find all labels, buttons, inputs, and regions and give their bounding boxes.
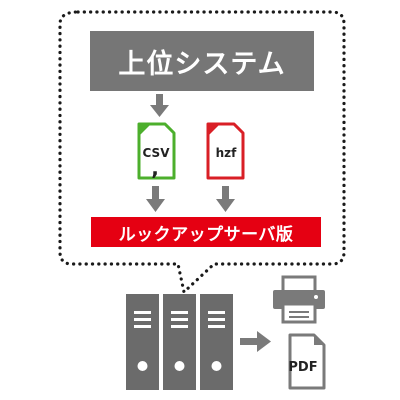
upper-system-box: 上位システム bbox=[90, 31, 314, 91]
arrow-down-to-csv bbox=[150, 94, 169, 117]
csv-file-label: CSV bbox=[143, 146, 171, 160]
printer-icon bbox=[273, 275, 325, 324]
hzf-file-icon: hzf bbox=[206, 122, 245, 180]
arrow-down-from-csv bbox=[146, 186, 165, 212]
pdf-document-icon: PDF bbox=[288, 333, 326, 390]
csv-file-icon: CSV , bbox=[137, 122, 176, 180]
lookup-server-label: ルックアップサーバ版 bbox=[118, 224, 294, 245]
arrow-down-from-hzf bbox=[216, 186, 235, 212]
hzf-file-label: hzf bbox=[216, 146, 238, 160]
server-rack-icon bbox=[126, 294, 233, 390]
dotted-callout-border bbox=[58, 10, 346, 296]
arrow-right-to-outputs bbox=[240, 331, 271, 352]
lookup-server-banner: ルックアップサーバ版 bbox=[91, 217, 321, 247]
upper-system-label: 上位システム bbox=[118, 48, 286, 80]
csv-comma-glyph: , bbox=[151, 156, 159, 180]
pdf-label: PDF bbox=[288, 360, 317, 375]
